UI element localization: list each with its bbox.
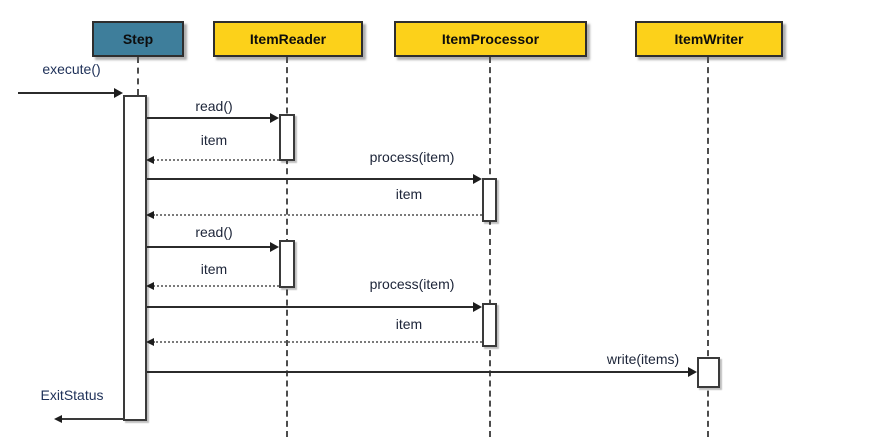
activation-itemwriter xyxy=(697,357,720,388)
participant-itemwriter: ItemWriter xyxy=(635,21,783,57)
message-label-item-2: item xyxy=(395,186,423,202)
arrowhead-right-icon xyxy=(473,174,482,184)
execute-arrow xyxy=(18,92,115,94)
lifeline-step xyxy=(137,57,139,95)
arrowhead-right-icon xyxy=(114,88,123,98)
arrowhead-right-icon xyxy=(270,113,279,123)
lifeline-itemprocessor xyxy=(489,57,491,437)
arrowhead-right-icon xyxy=(270,242,279,252)
arrowhead-left-icon xyxy=(54,415,62,423)
arrowhead-right-icon xyxy=(688,367,697,377)
arrowhead-right-icon xyxy=(473,302,482,312)
activation-itemprocessor-2 xyxy=(482,303,497,347)
item-return-arrow-4 xyxy=(153,341,482,343)
participant-itemreader: ItemReader xyxy=(213,21,363,57)
participant-step: Step xyxy=(92,21,184,57)
read-arrow-2 xyxy=(147,246,271,248)
arrowhead-left-icon xyxy=(146,211,154,219)
participant-itemprocessor-label: ItemProcessor xyxy=(441,31,540,47)
message-label-execute: execute() xyxy=(42,61,101,77)
message-label-item-3: item xyxy=(200,261,228,277)
arrowhead-left-icon xyxy=(146,282,154,290)
participant-step-label: Step xyxy=(122,31,154,47)
process-arrow-1 xyxy=(147,178,474,180)
message-label-process-1: process(item) xyxy=(369,149,455,165)
activation-itemprocessor-1 xyxy=(482,178,497,222)
activation-itemreader-2 xyxy=(279,240,295,288)
process-arrow-2 xyxy=(147,306,474,308)
activation-step xyxy=(123,95,147,421)
item-return-arrow-3 xyxy=(153,285,279,287)
participant-itemreader-label: ItemReader xyxy=(249,31,327,47)
message-label-item-1: item xyxy=(200,132,228,148)
message-label-item-4: item xyxy=(395,316,423,332)
message-label-exitstatus: ExitStatus xyxy=(40,387,104,403)
message-label-read-1: read() xyxy=(195,98,233,114)
exitstatus-return-arrow xyxy=(62,418,123,420)
message-label-process-2: process(item) xyxy=(369,276,455,292)
participant-itemprocessor: ItemProcessor xyxy=(394,21,587,57)
activation-itemreader-1 xyxy=(279,114,295,161)
lifeline-itemwriter xyxy=(707,57,709,437)
message-label-read-2: read() xyxy=(195,224,233,240)
item-return-arrow-2 xyxy=(153,214,482,216)
arrowhead-left-icon xyxy=(146,156,154,164)
read-arrow-1 xyxy=(147,117,271,119)
participant-itemwriter-label: ItemWriter xyxy=(674,31,744,47)
message-label-write: write(items) xyxy=(606,351,680,367)
item-return-arrow-1 xyxy=(153,159,279,161)
arrowhead-left-icon xyxy=(146,338,154,346)
write-arrow xyxy=(147,371,689,373)
